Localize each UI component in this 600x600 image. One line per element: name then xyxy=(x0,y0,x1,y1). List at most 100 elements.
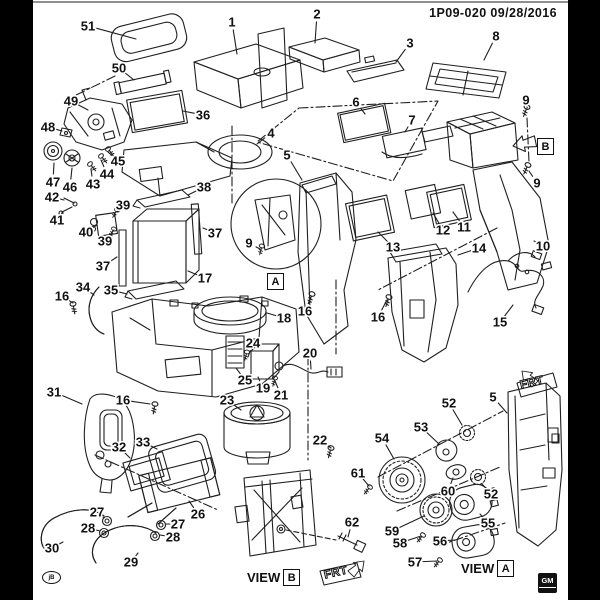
leader-line-28 xyxy=(95,529,101,532)
callout-62: 62 xyxy=(345,515,359,530)
leader-line-58 xyxy=(407,535,422,542)
callout-10: 10 xyxy=(536,239,550,254)
leader-line-52 xyxy=(481,483,487,489)
part-26-heater-core xyxy=(138,457,221,514)
leader-line-61 xyxy=(362,478,370,487)
leader-line-33 xyxy=(149,445,158,450)
leader-line-24 xyxy=(247,349,251,358)
callout-52: 52 xyxy=(484,487,498,502)
part-2-cabin-filter xyxy=(288,37,361,73)
part-54-gear xyxy=(378,456,426,504)
gm-logo-bar xyxy=(539,588,556,592)
callout-3: 3 xyxy=(406,36,413,51)
leader-line-29 xyxy=(135,552,139,557)
leader-line-10 xyxy=(533,240,537,243)
leader-line-34 xyxy=(88,291,95,296)
leader-line-16 xyxy=(68,299,74,304)
leader-line-54 xyxy=(385,444,395,460)
leader-line-40 xyxy=(92,224,98,229)
callout-54: 54 xyxy=(375,431,390,446)
callout-44: 44 xyxy=(100,167,115,182)
callout-37: 37 xyxy=(208,226,222,241)
part-32-seal xyxy=(122,451,171,492)
callout-36: 36 xyxy=(196,108,210,123)
leader-line-18 xyxy=(266,312,277,317)
oval-stamp: jB xyxy=(42,571,61,584)
part-23-blower-motor xyxy=(223,401,336,465)
part-29-hose xyxy=(92,525,157,564)
callout-23: 23 xyxy=(220,393,234,408)
leader-line-37 xyxy=(202,227,209,231)
leader-line-13 xyxy=(377,231,388,242)
callout-16: 16 xyxy=(116,393,130,408)
leader-line-43 xyxy=(90,168,93,177)
leader-line-57 xyxy=(422,560,438,563)
right-heater-case xyxy=(421,103,533,176)
leader-line-30 xyxy=(58,541,64,545)
callout-28: 28 xyxy=(166,530,180,545)
callout-41: 41 xyxy=(50,213,64,228)
leader-line-16 xyxy=(130,400,151,405)
callout-53: 53 xyxy=(414,420,428,435)
leader-line-42 xyxy=(59,198,65,201)
leader-line-36 xyxy=(182,110,196,114)
callout-12: 12 xyxy=(436,223,450,238)
part-38-bracket xyxy=(132,189,191,209)
leader-line-23 xyxy=(232,404,242,411)
construction-lines xyxy=(65,75,530,547)
leader-line-25 xyxy=(235,367,241,375)
part-18-blower-ring xyxy=(191,296,269,335)
leader-line-7 xyxy=(404,126,409,133)
leader-line-16 xyxy=(381,299,388,311)
leader-line-22 xyxy=(325,444,332,449)
leader-line-17 xyxy=(187,270,199,276)
callout-11: 11 xyxy=(457,220,471,235)
leader-line-44 xyxy=(100,159,105,168)
callout-39: 39 xyxy=(116,198,130,213)
callout-40: 40 xyxy=(79,225,93,240)
part-46-knob xyxy=(63,149,81,167)
callout-38: 38 xyxy=(197,180,211,195)
callout-5: 5 xyxy=(489,390,496,405)
callout-42: 42 xyxy=(45,190,59,205)
part-14-lower-case xyxy=(305,243,459,363)
callout-17: 17 xyxy=(198,271,212,286)
view-b-letter: B xyxy=(283,569,301,586)
callout-9: 9 xyxy=(533,176,540,191)
part-7-door xyxy=(381,127,427,159)
callout-25: 25 xyxy=(238,373,252,388)
leader-line-5 xyxy=(290,161,303,181)
callout-7: 7 xyxy=(408,113,415,128)
callout-9: 9 xyxy=(245,236,252,251)
part-4-blower-scroll-cover xyxy=(121,134,273,197)
leader-line-51 xyxy=(95,27,137,40)
leader-line-21 xyxy=(274,380,279,389)
leader-line-31 xyxy=(60,394,83,405)
callout-46: 46 xyxy=(63,180,77,195)
callout-16: 16 xyxy=(55,289,69,304)
callout-1: 1 xyxy=(228,15,235,30)
frt-right-block xyxy=(516,366,558,398)
part-56-actuator xyxy=(451,524,499,559)
leader-line-39 xyxy=(116,210,119,213)
part-8-frame xyxy=(425,62,507,99)
callout-2: 2 xyxy=(313,7,320,22)
callout-27: 27 xyxy=(90,505,104,520)
frt-left-block xyxy=(319,556,369,586)
part-62-bolt xyxy=(337,532,367,553)
callout-61: 61 xyxy=(351,466,365,481)
leader-line-14 xyxy=(457,249,472,256)
callout-20: 20 xyxy=(303,346,317,361)
callout-37: 37 xyxy=(96,259,110,274)
view-b-text: VIEW xyxy=(247,570,281,585)
leader-line-49 xyxy=(77,104,89,111)
direction-b-arrow-icon xyxy=(510,132,538,155)
detail-circle-a xyxy=(230,178,322,270)
leader-line-11 xyxy=(452,211,460,222)
callout-22: 22 xyxy=(313,433,327,448)
leader-line-47 xyxy=(52,162,55,175)
